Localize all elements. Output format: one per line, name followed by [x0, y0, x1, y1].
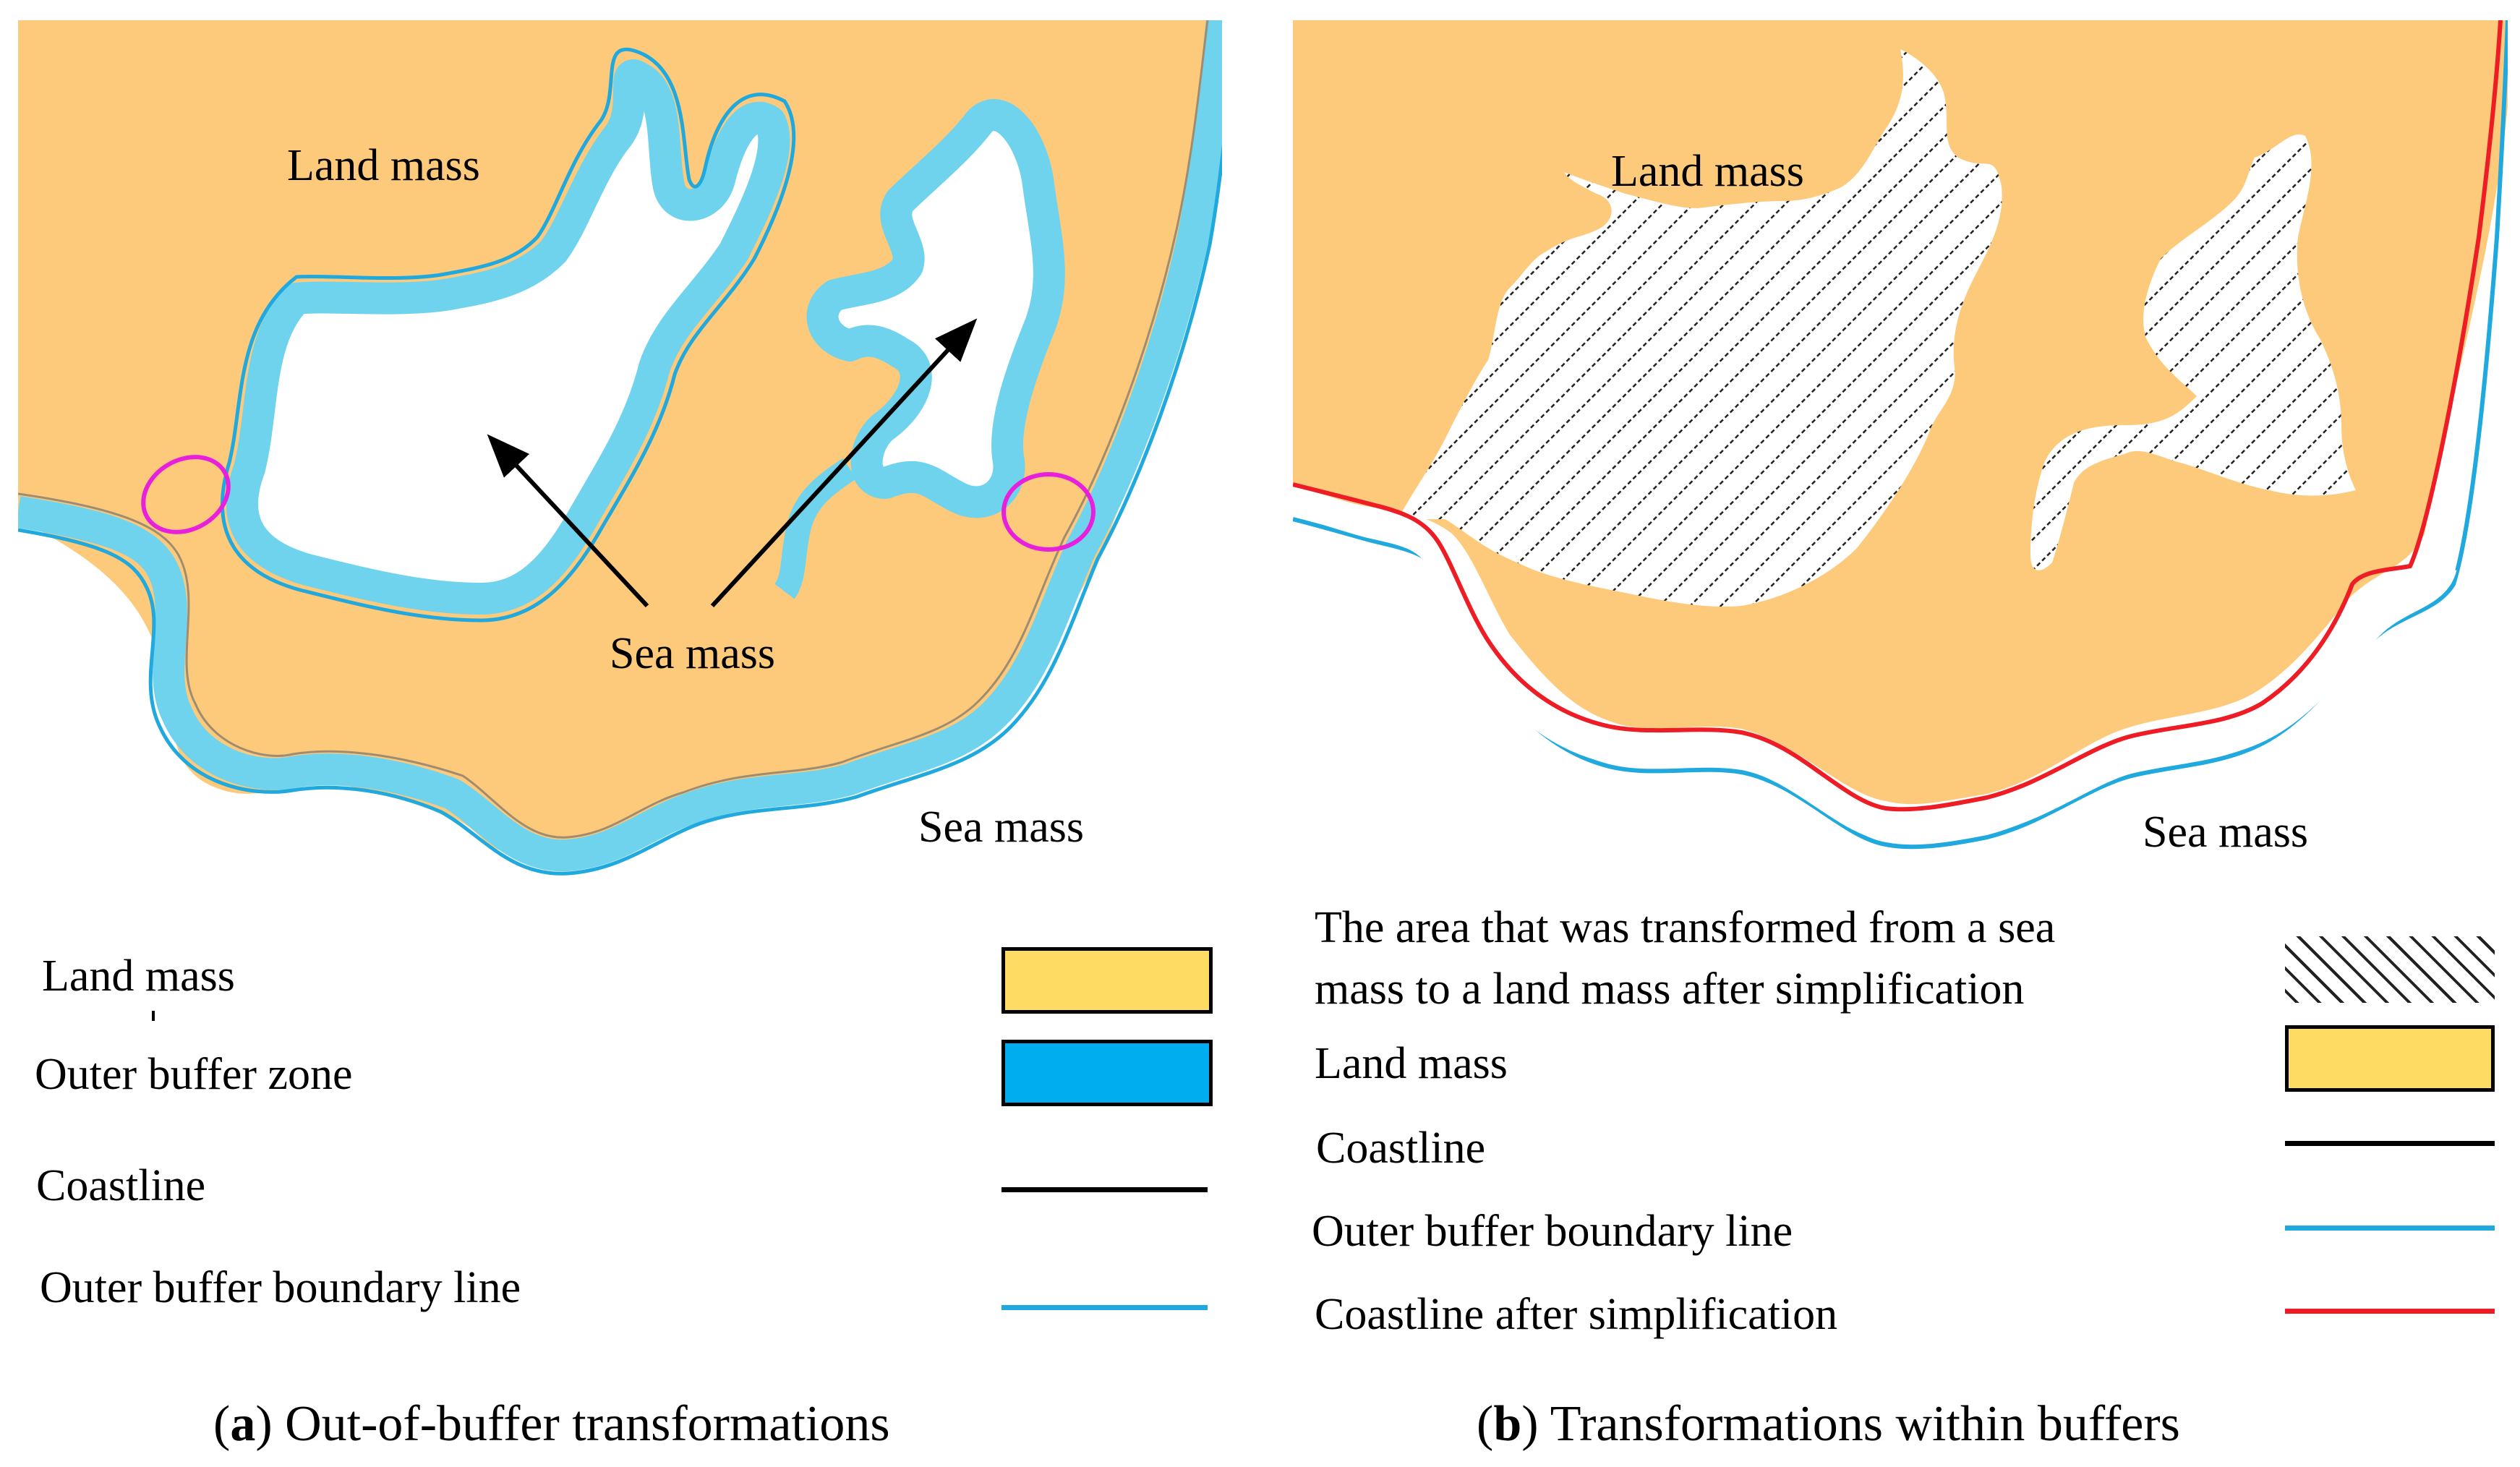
coastline-after-simplification [1293, 20, 2503, 812]
sea-channel-2 [774, 458, 857, 599]
panel-b-caption: (b) Transformations within buffers [1477, 1396, 2180, 1452]
legend-a-buffer-label: Outer buffer zone [35, 1050, 353, 1099]
panel-b: Land mass Sea mass The area that was tra… [1273, 0, 2520, 1467]
legend-a-land-label: Land mass [42, 951, 235, 1001]
transformed-area-2 [2030, 134, 2356, 570]
ellipse-marker-right [1001, 472, 1095, 552]
panel-a: Land mass Sea mass Sea mass Land mass Ou… [0, 0, 1244, 1467]
panel-a-land-label: Land mass [287, 141, 480, 190]
legend-b-coastline-label: Coastline [1316, 1124, 1486, 1173]
panel-a-caption: (a) Out-of-buffer transformations [213, 1396, 890, 1452]
legend-b-transformed-label-line2: mass to a land mass after simplification [1315, 965, 2025, 1014]
legend-a-coastline-swatch [1001, 1187, 1208, 1192]
legend-b-hatch-swatch [2285, 936, 2495, 1003]
inner-sea-2 [806, 99, 1065, 518]
outer-buffer-boundary-coast [18, 144, 1222, 876]
panel-a-sea-outer-label: Sea mass [918, 803, 1085, 852]
panel-b-map: Land mass Sea mass [1293, 20, 2508, 895]
legend-a-buffer-line-swatch [1001, 1305, 1208, 1310]
legend-b-buffer-line-swatch [2285, 1226, 2495, 1231]
panel-b-land-label: Land mass [1611, 147, 1804, 196]
panel-b-caption-text: Transformations within buffers [1550, 1396, 2180, 1452]
panel-b-map-svg [1293, 20, 2508, 850]
panel-a-caption-text: Out-of-buffer transformations [285, 1396, 890, 1452]
arrow-to-sea-2 [710, 318, 978, 608]
panel-a-sea-inner-label: Sea mass [610, 629, 776, 678]
legend-a-buffer-swatch [1001, 1040, 1213, 1106]
legend-b-coastline-swatch [2285, 1141, 2495, 1146]
legend-a-land-swatch [1001, 947, 1213, 1014]
buffer-gap [1293, 487, 2457, 843]
coastline-a [18, 20, 1209, 839]
legend-a-coastline-label: Coastline [36, 1161, 206, 1210]
legend-b-simplified-label: Coastline after simplification [1315, 1290, 1838, 1339]
panel-b-caption-letter: b [1493, 1396, 1522, 1452]
legend-b-land-swatch [2285, 1025, 2495, 1092]
panel-a-caption-letter: a [230, 1396, 256, 1452]
panel-a-map-svg [18, 20, 1222, 876]
inner-sea-1 [226, 59, 790, 615]
legend-a-tick-mark [152, 1011, 155, 1021]
legend-b-land-label: Land mass [1315, 1039, 1508, 1088]
legend-a-buffer-line-label: Outer buffer boundary line [40, 1263, 521, 1312]
inner-sea-1-buffer-line [221, 47, 796, 623]
ellipse-marker-left [141, 455, 231, 534]
legend-b-buffer-line-label: Outer buffer boundary line [1312, 1207, 1793, 1256]
transformed-area-1 [1394, 49, 2002, 607]
legend-b-transformed-label-line1: The area that was transformed from a sea [1315, 903, 2056, 952]
arrow-to-sea-1 [487, 434, 649, 608]
panel-a-map: Land mass Sea mass Sea mass [18, 20, 1222, 888]
panel-b-sea-outer-label: Sea mass [2143, 808, 2309, 857]
legend-b-simplified-swatch [2285, 1309, 2495, 1314]
outer-buffer-zone-coast [18, 20, 1222, 872]
